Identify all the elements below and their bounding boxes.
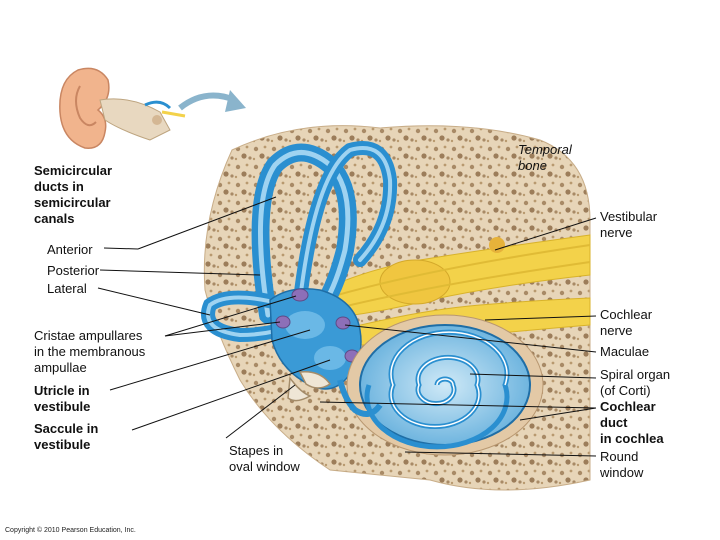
curved-arrow-icon: [178, 90, 246, 112]
label-posterior: Posterior: [47, 263, 100, 278]
label-utricle: Utricle in vestibule: [34, 383, 91, 414]
saccule: [314, 346, 346, 370]
semicircular-canals: [201, 141, 398, 343]
leader-lines: [97, 196, 597, 457]
label-maculae: Maculae: [600, 344, 650, 359]
label-cochlear-duct: Cochlear duct in cochlea: [600, 399, 664, 446]
stapes: [287, 371, 332, 402]
label-stapes: Stapes in oval window: [229, 443, 300, 474]
label-temporal-bone: Temporal bone: [518, 142, 572, 173]
label-lateral: Lateral: [47, 281, 87, 296]
label-semicircular-ducts: Semicircular ducts in semicircular canal…: [34, 163, 113, 226]
label-spiral-organ: Spiral organ (of Corti): [600, 367, 671, 398]
label-saccule: Saccule in vestibule: [34, 421, 99, 452]
cochlea: [346, 314, 544, 456]
copyright-notice: Copyright © 2010 Pearson Education, Inc.: [5, 527, 136, 534]
label-vestibular-nerve: Vestibular nerve: [600, 209, 658, 240]
label-cochlear-nerve: Cochlear nerve: [600, 307, 653, 338]
cristae-ampullares: [275, 288, 360, 363]
vestibular-nerve: [299, 234, 591, 321]
label-cristae-ampullares: Cristae ampullares in the membranous amp…: [34, 328, 146, 375]
label-round-window: Round window: [600, 449, 644, 480]
label-anterior: Anterior: [47, 242, 93, 257]
outer-ear-icon: [59, 67, 186, 149]
utricle: [285, 311, 325, 339]
